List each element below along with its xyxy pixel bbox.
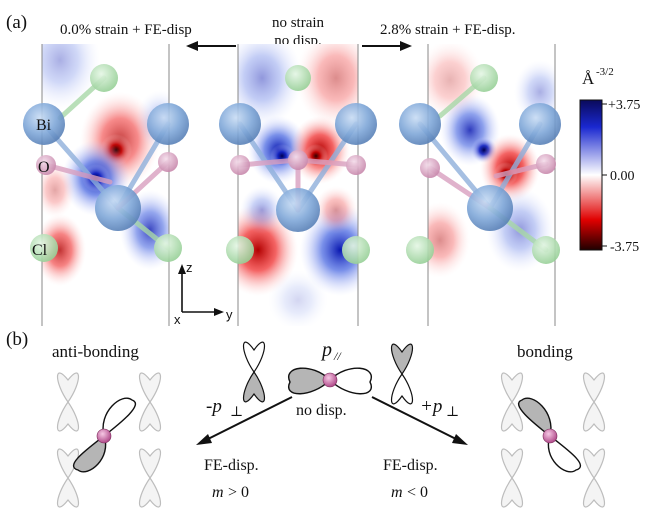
panel-b-label: (b)	[6, 329, 28, 350]
center-p-orbital	[287, 367, 373, 395]
minus-p-perp-label: -p	[206, 396, 222, 417]
p-parallel-subscript: //	[333, 349, 342, 363]
panel-a-label: (a)	[6, 12, 27, 33]
left-fe-disp-label: FE-disp.	[204, 457, 259, 474]
center-no-disp-label: no disp.	[296, 402, 347, 419]
bonding-faint-orbitals	[501, 372, 605, 508]
colorbar	[579, 99, 607, 251]
anti-bonding-orbital	[72, 397, 136, 473]
arrow-to-left	[186, 41, 236, 51]
arrow-to-right	[362, 41, 412, 51]
left-m-symbol: m	[212, 484, 224, 501]
arrow-to-bonding	[371, 396, 468, 445]
atom-label-cl: Cl	[32, 242, 48, 259]
left-m-relation: > 0	[228, 484, 249, 501]
plus-p-perp-subscript: ⊥	[446, 405, 459, 420]
atom-label-o: O	[38, 159, 50, 176]
center-atoms	[219, 65, 377, 264]
axis-z-label: z	[186, 260, 193, 275]
arrow-to-anti-bonding	[196, 396, 293, 445]
bonding-orbital	[518, 397, 582, 473]
axis-y-label: y	[226, 307, 233, 322]
colorbar-unit-exponent: -3/2	[596, 66, 614, 78]
anti-bonding-faint-orbitals	[57, 372, 161, 508]
right-panel-title: 2.8% strain + FE-disp.	[380, 22, 516, 38]
colorbar-max-label: +3.75	[608, 98, 640, 113]
right-fe-disp-label: FE-disp.	[383, 457, 438, 474]
anti-bonding-label: anti-bonding	[52, 342, 139, 361]
right-m-symbol: m	[391, 484, 403, 501]
atom-label-bi: Bi	[36, 117, 52, 134]
left-panel-title: 0.0% strain + FE-disp	[60, 22, 192, 38]
center-title-line1: no strain	[272, 15, 325, 31]
right-m-relation: < 0	[407, 484, 428, 501]
left-atoms	[23, 64, 189, 262]
axes-indicator	[178, 264, 224, 316]
small-orbital-right	[391, 343, 413, 405]
density-panel-left	[42, 44, 169, 326]
bonding-label: bonding	[517, 342, 573, 361]
colorbar-min-label: -3.75	[610, 240, 639, 255]
right-atoms	[399, 64, 561, 264]
colorbar-unit: Å	[582, 69, 595, 88]
minus-p-perp-subscript: ⊥	[230, 405, 243, 420]
plus-p-perp-label: +p	[420, 396, 442, 417]
colorbar-mid-label: 0.00	[610, 169, 635, 184]
p-parallel-label: p	[320, 339, 332, 361]
small-orbital-left	[243, 341, 265, 403]
axis-x-label: x	[174, 312, 181, 327]
